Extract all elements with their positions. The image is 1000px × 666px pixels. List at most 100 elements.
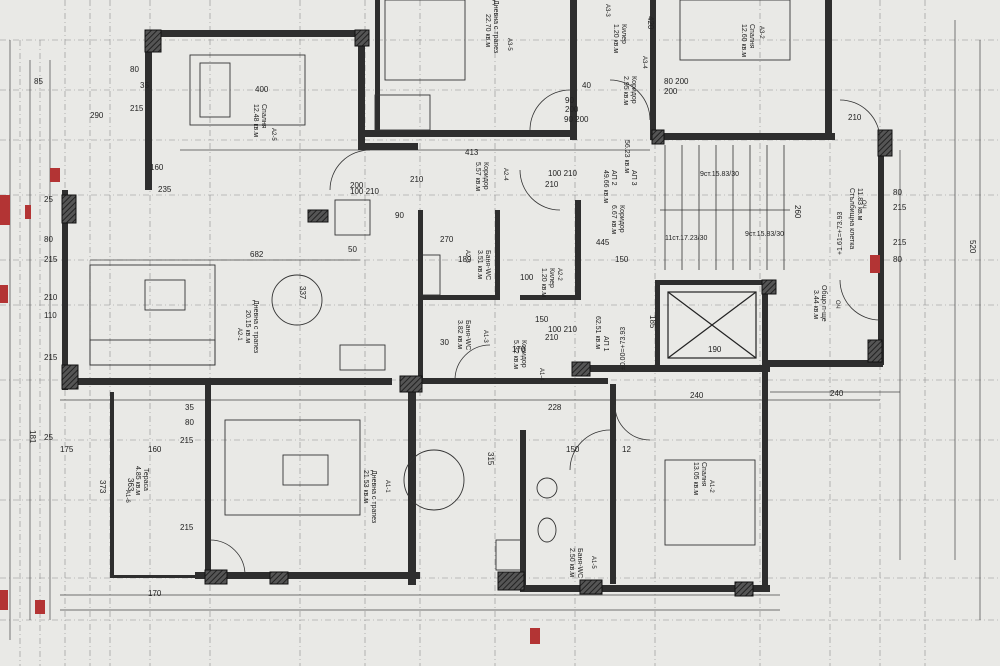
dim: 25	[44, 433, 53, 442]
room-a1-2-area: 13.05 кв.м	[692, 462, 699, 495]
dim: 12	[622, 445, 631, 454]
room-a3-3-area: 1.20 кв.м	[612, 24, 619, 53]
room-a2-4-tag: A2-4	[502, 168, 508, 181]
dim: 25	[44, 195, 53, 204]
dim: 363	[126, 478, 135, 492]
room-stair-tag: OЧ	[860, 200, 866, 209]
room-a2-4-name: Коридор	[482, 162, 489, 190]
dim: 210	[848, 113, 862, 122]
dim: 80	[185, 418, 194, 427]
dim: 150	[566, 445, 580, 454]
dim: 228	[548, 403, 562, 412]
level-flight-2: 11ст.17.23/30	[665, 235, 707, 242]
door-label: 100 210	[548, 169, 577, 178]
dim: 35	[140, 81, 149, 90]
dim: 290	[90, 111, 104, 120]
room-a3-5-name: Дневна с трапез	[492, 0, 499, 53]
dim: 420	[646, 16, 655, 30]
room-a3-5-area: 22.70 кв.м	[484, 14, 491, 47]
room-a1-2-tag: A1-2	[708, 480, 714, 493]
room-lobby-area: 3.44 кв.м	[812, 290, 819, 319]
room-a2-1-name: Дневна с трапез	[252, 300, 259, 353]
dim: 520	[968, 240, 977, 254]
room-a1-3-area: 3.82 кв.м	[456, 320, 463, 349]
structural-columns	[61, 29, 893, 597]
apartment-3-area: 56.23 кв.м	[623, 140, 630, 173]
dim: 80	[44, 235, 53, 244]
room-lobby-name: Общо п-ще	[820, 285, 828, 322]
room-a3-4-tag: A3-4	[641, 56, 647, 69]
room-a2-4-area: 5.57 кв.м	[474, 162, 481, 191]
dim: 400	[255, 85, 269, 94]
room-a2-1-tag: A2-1	[236, 328, 242, 341]
room-a2-1-area: 20.15 кв.м	[244, 310, 251, 343]
dim: 100	[520, 273, 534, 282]
dim: 445	[596, 238, 610, 247]
dim: 175	[60, 445, 74, 454]
dim: 215	[44, 353, 58, 362]
apartment-1-tag: АП 1	[602, 336, 609, 352]
room-a1-1-name: Дневна с трапез	[370, 470, 377, 523]
dim: 50	[348, 245, 357, 254]
room-a3-4-name: Коридор	[630, 76, 637, 104]
dim: 215	[130, 104, 144, 113]
dim: 337	[298, 286, 307, 300]
dim: 189	[458, 255, 472, 264]
dim: 185	[648, 315, 657, 329]
room-a1-1-area: 21.53 кв.м	[362, 470, 369, 503]
room-a3-5-tag: A3-5	[506, 38, 512, 51]
dim: 80	[130, 65, 139, 74]
door-label: 100 210	[548, 325, 577, 334]
room-a1-5-area: 2.50 кв.м	[568, 548, 575, 577]
walls	[62, 0, 884, 592]
dim: 110	[44, 311, 57, 320]
dim: 181	[28, 430, 37, 444]
dim: 80	[893, 255, 902, 264]
room-a1-6-tag: A1-6	[124, 490, 130, 503]
dim: 160	[150, 163, 164, 172]
dim: 210	[410, 175, 424, 184]
room-a2-3-name: Баня-WC	[484, 250, 491, 280]
level-stair-top: +1.61=+73.93	[837, 211, 844, 255]
dim: 190	[708, 345, 722, 354]
level-entry: ±0.00=+73.93	[620, 327, 627, 370]
dim: 80	[893, 188, 902, 197]
door-labels: 100 210 100 210 100 210 90 200 80 200	[350, 77, 689, 334]
room-a3-3-name: Килер	[620, 24, 627, 44]
section-markers	[0, 168, 880, 644]
dim: 682	[250, 250, 264, 259]
dim: 260	[793, 205, 802, 219]
room-a1-4-name: Коридор	[520, 340, 527, 368]
dim: 315	[486, 452, 495, 466]
dim: 240	[690, 391, 704, 400]
dim: 170	[148, 589, 162, 598]
stair-treads	[660, 145, 790, 270]
dim: 40	[582, 81, 591, 90]
apartment-2-tag: АП 2	[610, 170, 617, 186]
dim: 30	[440, 338, 449, 347]
room-corridor-name: Коридор	[618, 205, 625, 233]
dim: 200	[350, 181, 364, 190]
dim: 150	[535, 315, 549, 324]
level-flight-1: 9ст.15.83/30	[700, 171, 739, 178]
room-stair-name: Стълбищна клетка	[848, 188, 856, 249]
room-a1-3-tag: A1-3	[482, 330, 488, 343]
level-flight-3: 9ст.15.83/30	[745, 231, 784, 238]
room-a1-4-tag: A1-4	[538, 368, 544, 381]
room-a2-3-tag: A2-3	[464, 250, 470, 263]
room-a1-4-area: 5.32 кв.м	[512, 340, 519, 369]
dim: 210	[44, 293, 58, 302]
door-label: 100 210	[350, 187, 379, 196]
dim: 200	[664, 87, 678, 96]
apartment-2-area: 49.66 кв.м	[602, 170, 609, 203]
dim: 150	[615, 255, 629, 264]
dim: 235	[158, 185, 172, 194]
dimension-lines	[9, 20, 981, 640]
dim: 160	[148, 445, 162, 454]
dim: 215	[44, 255, 58, 264]
room-a2-2-name: Килер	[548, 268, 555, 288]
room-a3-3-tag: A3-3	[604, 4, 610, 17]
dim: 215	[180, 436, 194, 445]
room-a1-6-name: Тераса	[142, 468, 149, 491]
